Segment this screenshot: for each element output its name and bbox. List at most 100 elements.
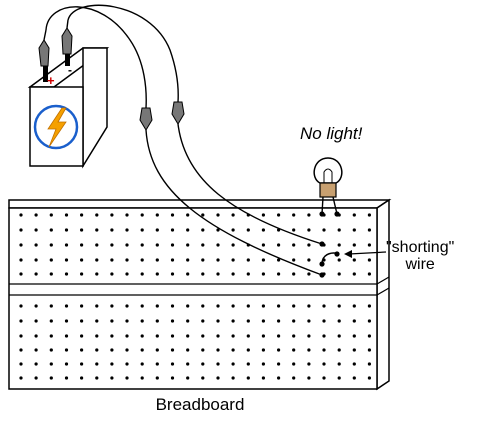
breadboard-label: Breadboard xyxy=(155,395,245,414)
breadboard-hole xyxy=(170,362,175,366)
breadboard-hole xyxy=(64,334,69,338)
breadboard-hole xyxy=(140,376,144,380)
breadboard-hole xyxy=(367,319,371,323)
breadboard-hole xyxy=(292,213,296,217)
breadboard-hole xyxy=(231,319,235,323)
breadboard-hole xyxy=(246,348,250,352)
breadboard-hole xyxy=(34,334,38,338)
positive-symbol: + xyxy=(47,73,55,88)
breadboard-hole xyxy=(95,272,99,276)
breadboard-hole xyxy=(19,319,23,323)
breadboard-hole xyxy=(216,319,220,323)
shorting-wire-label: "shorting" wire xyxy=(386,239,454,273)
breadboard-hole xyxy=(170,228,175,232)
breadboard-hole xyxy=(125,213,129,217)
breadboard-hole xyxy=(231,348,235,352)
breadboard-hole xyxy=(246,319,250,323)
breadboard-hole xyxy=(140,304,144,308)
breadboard-hole xyxy=(261,228,265,232)
breadboard-hole xyxy=(125,362,129,366)
breadboard-hole xyxy=(155,376,159,380)
breadboard-hole xyxy=(170,376,175,380)
battery-clip-positive xyxy=(38,29,50,67)
breadboard-hole xyxy=(19,243,23,247)
breadboard-hole xyxy=(49,334,53,338)
breadboard-hole xyxy=(125,304,129,308)
breadboard-hole xyxy=(110,348,114,352)
breadboard-hole xyxy=(170,304,175,308)
breadboard-hole xyxy=(19,362,23,366)
breadboard-hole xyxy=(125,243,129,247)
breadboard-hole xyxy=(201,258,205,262)
breadboard-hole xyxy=(155,304,159,308)
breadboard-hole xyxy=(95,362,99,366)
lamp-base xyxy=(319,182,337,198)
breadboard-hole xyxy=(277,243,281,247)
lamp-filament xyxy=(323,168,333,183)
breadboard-hole xyxy=(201,348,205,352)
breadboard-hole xyxy=(231,228,235,232)
breadboard-hole xyxy=(201,319,205,323)
breadboard-hole xyxy=(277,362,281,366)
lamp-lead-left xyxy=(319,211,325,217)
breadboard-hole xyxy=(261,304,265,308)
breadboard-hole xyxy=(246,272,250,276)
breadboard-hole xyxy=(367,213,371,217)
breadboard-hole xyxy=(110,334,114,338)
breadboard-hole xyxy=(352,362,356,366)
breadboard-hole xyxy=(140,243,144,247)
breadboard-holes xyxy=(19,213,371,380)
breadboard-hole xyxy=(322,376,326,380)
breadboard-hole xyxy=(246,334,250,338)
breadboard-hole xyxy=(246,258,250,262)
breadboard-hole xyxy=(216,243,220,247)
breadboard-hole xyxy=(216,272,220,276)
breadboard-hole xyxy=(277,334,281,338)
breadboard-hole xyxy=(95,376,99,380)
breadboard-hole xyxy=(64,258,69,262)
breadboard-hole xyxy=(307,376,311,380)
breadboard-hole xyxy=(125,319,129,323)
board-clip-left xyxy=(139,107,153,131)
breadboard-hole xyxy=(170,334,175,338)
breadboard-hole xyxy=(246,362,250,366)
breadboard-hole xyxy=(49,228,53,232)
breadboard-hole xyxy=(49,258,53,262)
breadboard-hole xyxy=(216,376,220,380)
breadboard-hole xyxy=(95,258,99,262)
lamp xyxy=(313,157,343,217)
breadboard-hole xyxy=(292,304,296,308)
breadboard-hole xyxy=(64,228,69,232)
breadboard-hole xyxy=(246,304,250,308)
breadboard-hole xyxy=(80,362,84,366)
breadboard-hole xyxy=(352,243,356,247)
breadboard-hole xyxy=(140,258,144,262)
breadboard-hole xyxy=(307,348,311,352)
breadboard-hole xyxy=(155,228,159,232)
breadboard-hole xyxy=(337,304,341,308)
breadboard-hole xyxy=(186,304,190,308)
breadboard-hole xyxy=(34,319,38,323)
breadboard-hole xyxy=(34,272,38,276)
breadboard-hole xyxy=(49,243,53,247)
breadboard-hole xyxy=(307,228,311,232)
negative-symbol: - xyxy=(68,63,72,77)
breadboard-hole xyxy=(110,304,114,308)
breadboard-hole xyxy=(186,362,190,366)
breadboard-top-face xyxy=(8,199,392,209)
breadboard-hole xyxy=(261,362,265,366)
breadboard-hole xyxy=(110,243,114,247)
battery xyxy=(27,47,110,169)
breadboard-hole xyxy=(34,348,38,352)
breadboard-hole xyxy=(261,334,265,338)
breadboard-hole xyxy=(292,319,296,323)
wire-positive-upper xyxy=(45,6,147,109)
battery-negative-terminal xyxy=(65,52,70,66)
shorting-label-line1: "shorting" xyxy=(386,239,455,256)
breadboard-hole xyxy=(261,376,265,380)
breadboard-hole xyxy=(216,213,220,217)
breadboard-hole xyxy=(34,362,38,366)
breadboard-hole xyxy=(186,319,190,323)
breadboard-hole xyxy=(322,334,326,338)
breadboard-hole xyxy=(34,213,38,217)
